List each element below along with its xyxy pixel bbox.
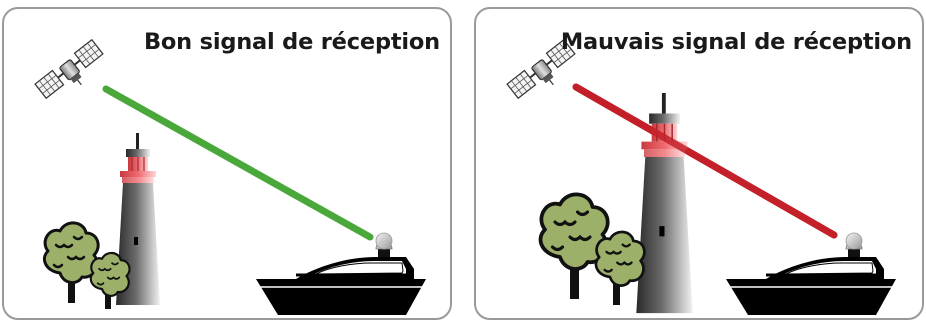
panel-title: Bon signal de réception	[144, 29, 440, 55]
boat-icon	[726, 233, 896, 315]
panel-title: Mauvais signal de réception	[561, 29, 912, 55]
good-signal-panel: Bon signal de réception	[2, 7, 452, 320]
satellite-icon	[35, 40, 110, 107]
tree-icon	[44, 223, 98, 303]
bad-signal-scene	[476, 9, 924, 320]
good-signal-scene	[4, 9, 452, 320]
boat-icon	[256, 233, 426, 315]
bad-signal-panel: Mauvais signal de réception	[474, 7, 924, 320]
tree-icon	[596, 232, 644, 305]
